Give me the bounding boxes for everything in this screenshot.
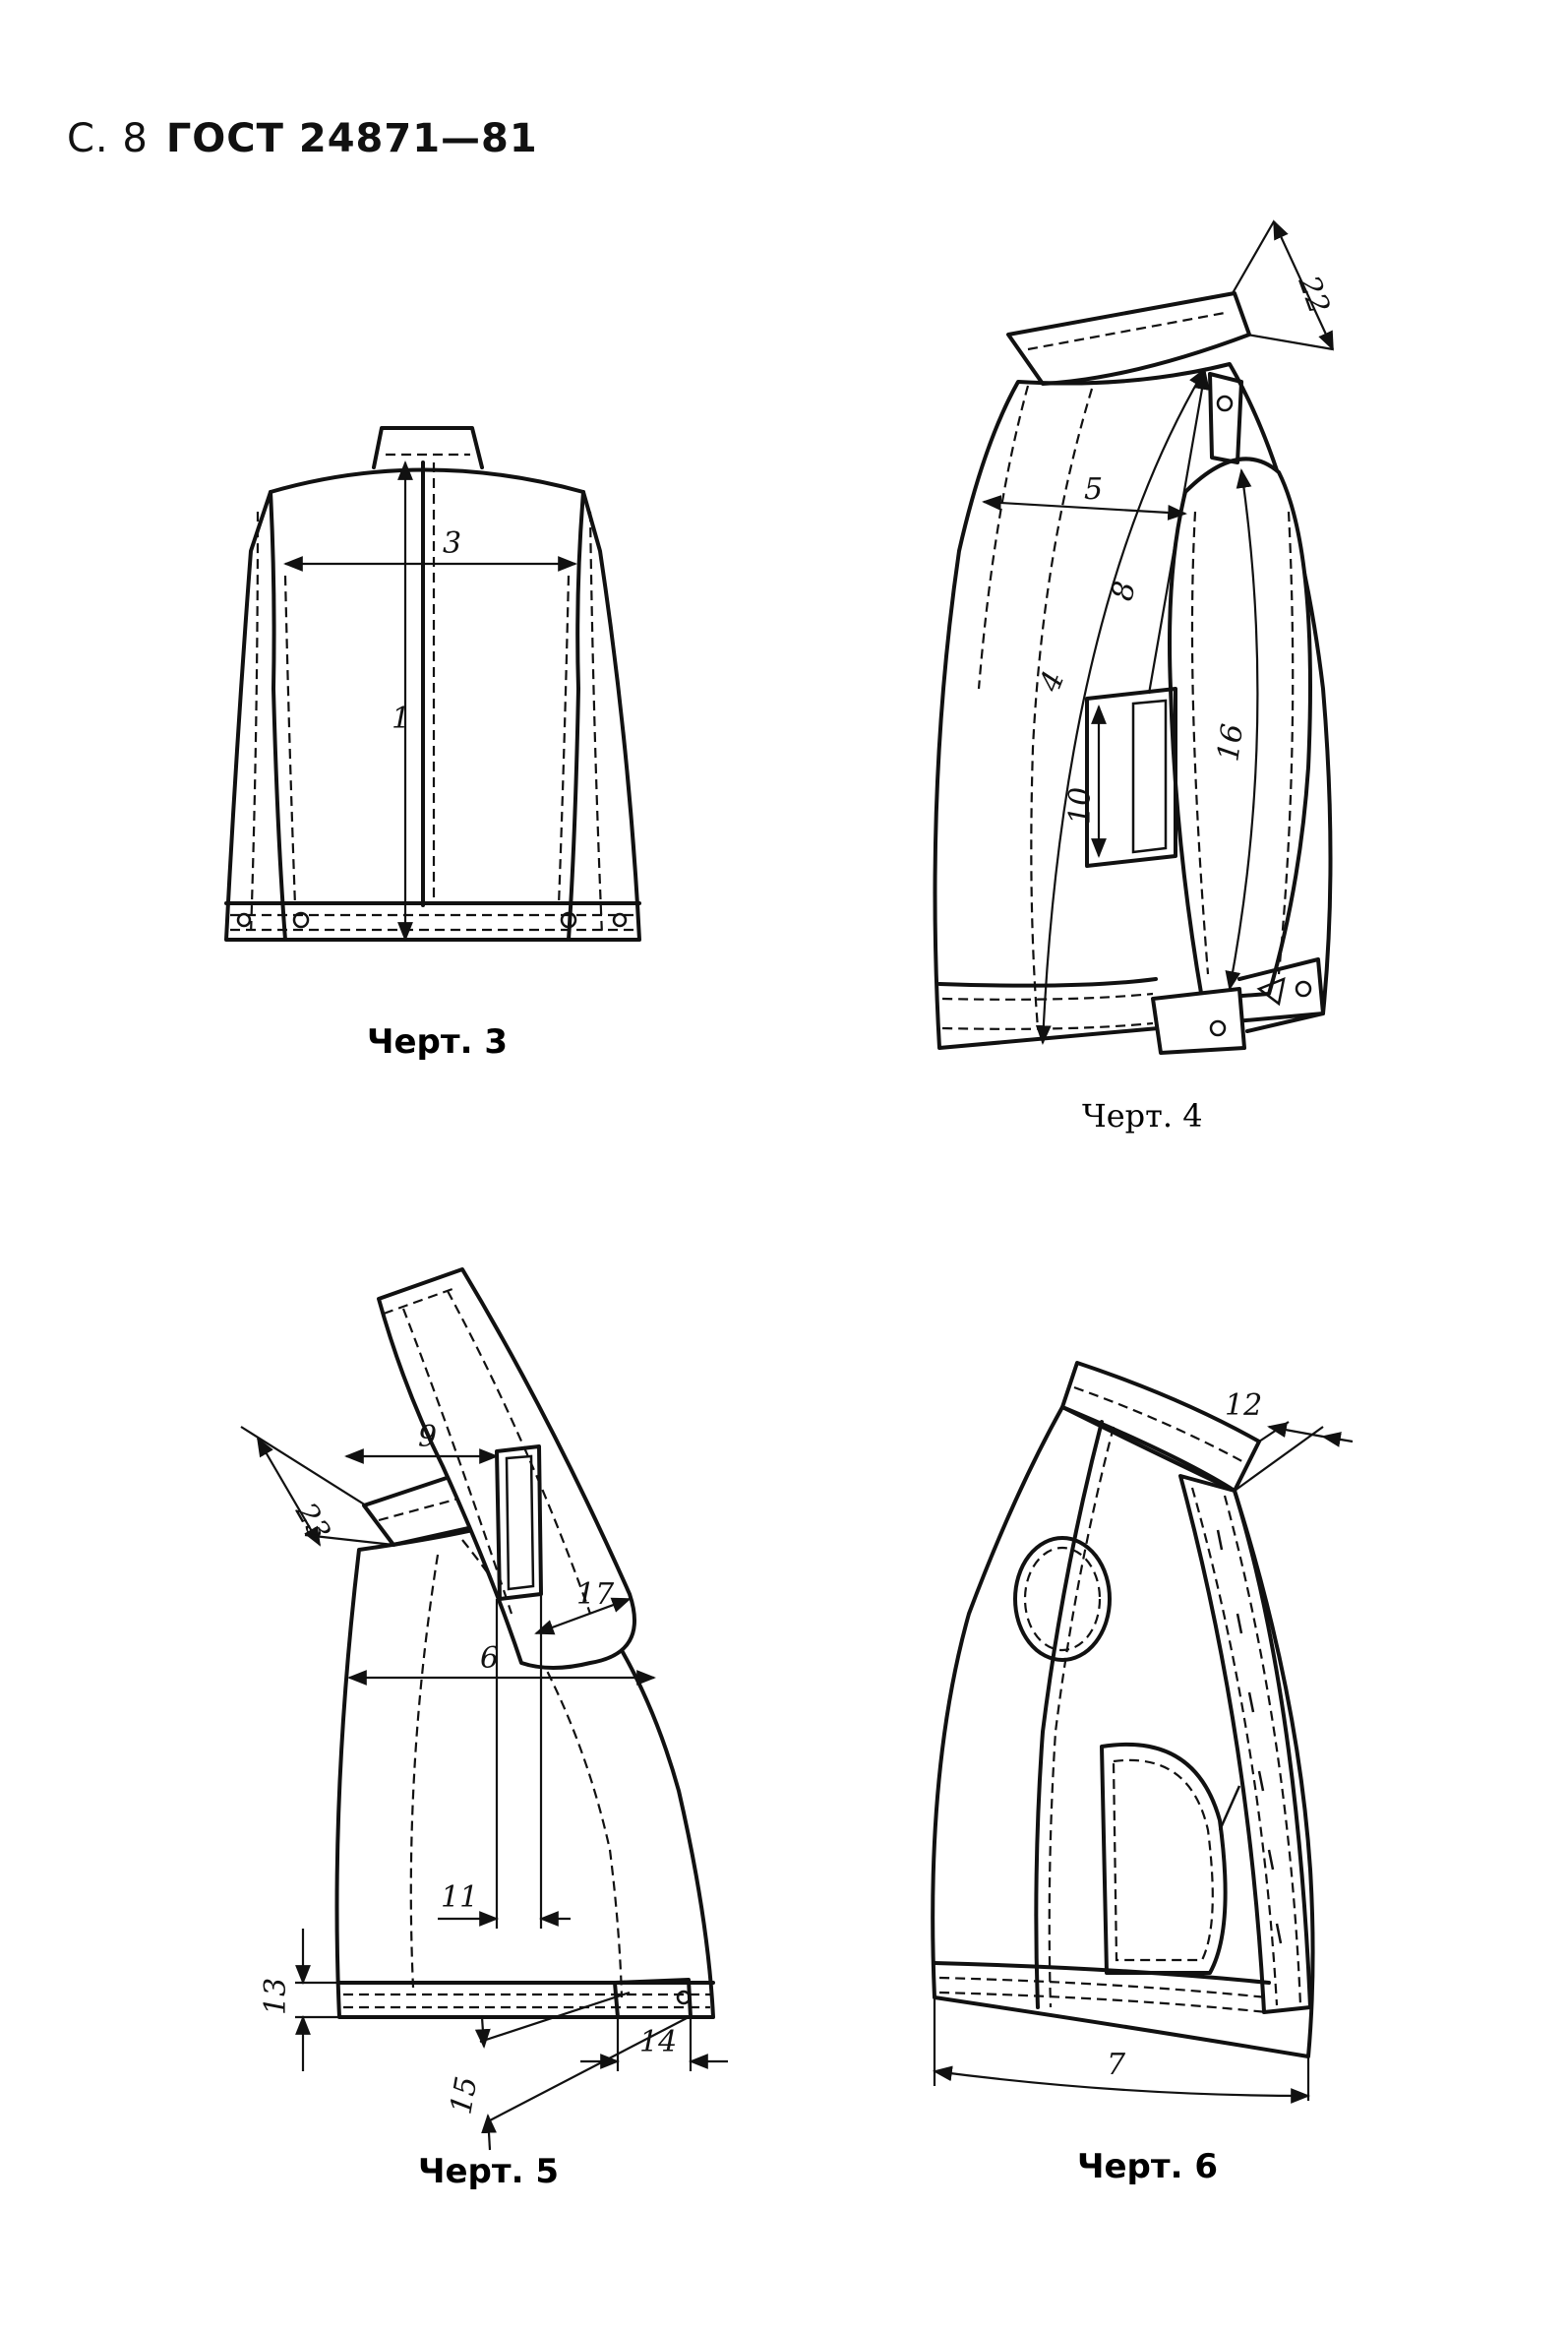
label-15: 15	[444, 2074, 484, 2117]
figure-4-caption: Черт. 4	[1082, 1097, 1203, 1135]
label-6: 6	[480, 1641, 499, 1676]
label-1: 1	[392, 702, 410, 736]
page-number: С. 8	[67, 116, 149, 161]
label-16: 16	[1211, 721, 1250, 764]
placket-button-marks	[1216, 1529, 1283, 1944]
label-9: 9	[418, 1420, 437, 1454]
standard-code: ГОСТ 24871—81	[165, 116, 538, 161]
figure-6-caption: Черт. 6	[1077, 2147, 1218, 2186]
label-4: 4	[1033, 666, 1072, 698]
label-13: 13	[259, 1978, 293, 2015]
figure-4-jacket-side: 5 4 8 10 16 22	[933, 219, 1336, 1055]
figure-6-jacket-front: 7 12	[931, 1361, 1354, 2104]
figure-3-jacket-back: 1 3	[224, 426, 641, 942]
label-17: 17	[576, 1577, 615, 1612]
label-10: 10	[1063, 787, 1098, 825]
label-5: 5	[1084, 472, 1103, 507]
label-11: 11	[441, 1880, 478, 1915]
label-22: 22	[1291, 271, 1336, 319]
page-header: С. 8 ГОСТ 24871—81	[67, 116, 538, 161]
label-8: 8	[1106, 579, 1143, 604]
figure-5-caption: Черт. 5	[418, 2152, 559, 2191]
label-14: 14	[639, 2025, 677, 2059]
label-12: 12	[1225, 1388, 1262, 1423]
label-7: 7	[1107, 2048, 1126, 2082]
figure-3-caption: Черт. 3	[367, 1022, 508, 1062]
figure-5-jacket-side: 6 9 11 13 14 15 17 23	[240, 1267, 728, 2151]
label-3: 3	[443, 526, 461, 561]
